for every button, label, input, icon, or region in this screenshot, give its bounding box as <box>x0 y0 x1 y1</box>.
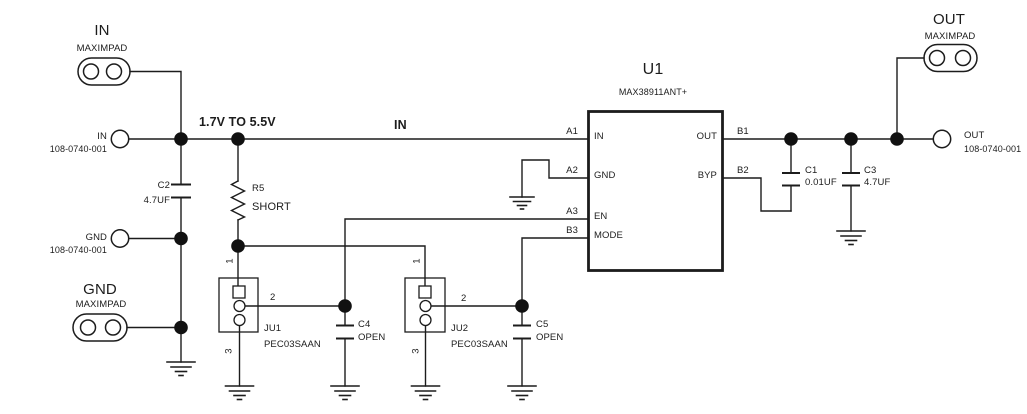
net-label-input-range: 1.7V TO 5.5V <box>199 115 276 129</box>
in-pad-title: IN <box>94 22 110 39</box>
ground-symbols <box>166 196 866 401</box>
u1-pin-b2-name: BYP <box>697 170 717 181</box>
ju1-pin1-label: 1 <box>224 258 236 264</box>
ju2-pin3-label: 3 <box>410 348 422 354</box>
out-maximpad-symbol <box>923 43 978 73</box>
ground-ju1 <box>224 385 255 401</box>
ground-c3 <box>836 230 866 246</box>
c4-ref: C4 <box>358 319 371 330</box>
ju2-ref: JU2 <box>451 323 469 334</box>
gnd-terminal-circle <box>110 229 130 248</box>
in-terminal-part: 108-0740-001 <box>49 144 107 154</box>
ground-c5 <box>507 385 537 401</box>
gnd-pad-title: GND <box>83 281 117 298</box>
ju1-part: PEC03SAAN <box>264 339 321 350</box>
u1-pin-b1-num: B1 <box>737 126 749 137</box>
c4-capacitor-symbol <box>336 324 354 340</box>
out-terminal-part: 108-0740-001 <box>964 144 1022 154</box>
c3-value: 4.7UF <box>864 177 891 188</box>
r5-ref: R5 <box>252 183 265 194</box>
r5-value: SHORT <box>252 201 291 213</box>
c4-value: OPEN <box>358 332 386 343</box>
u1-pin-a3-name: EN <box>594 211 608 222</box>
capacitor-symbols <box>171 172 860 340</box>
wires <box>126 57 934 387</box>
c3-ref: C3 <box>864 165 877 176</box>
ju2-part: PEC03SAAN <box>451 339 508 350</box>
r5-resistor-symbol <box>229 180 247 221</box>
out-terminal-circle <box>932 129 952 149</box>
u1-pin-b3-num: B3 <box>566 225 578 236</box>
c5-value: OPEN <box>536 332 564 343</box>
c5-ref: C5 <box>536 319 549 330</box>
ground-left-rail <box>166 361 196 377</box>
out-pad-type: MAXIMPAD <box>924 31 976 42</box>
gnd-pad-type: MAXIMPAD <box>75 299 127 310</box>
ground-u1-gnd <box>509 196 535 210</box>
gnd-terminal-label: GND <box>85 232 107 243</box>
in-maximpad-symbol <box>77 57 131 86</box>
ju2-pin1-label: 1 <box>411 258 423 264</box>
out-pad-title: OUT <box>933 11 965 28</box>
u1-pin-b2-num: B2 <box>737 165 749 176</box>
gnd-terminal-part: 108-0740-001 <box>49 245 107 255</box>
ju2-pin2-label: 2 <box>461 293 467 304</box>
in-terminal-circle <box>110 129 130 149</box>
c1-value: 0.01UF <box>805 177 837 188</box>
c2-capacitor-symbol <box>171 183 191 199</box>
junction-dots <box>174 132 904 335</box>
u1-ref: U1 <box>642 61 664 78</box>
ju2-jumper-symbol <box>404 277 446 333</box>
u1-pin-a1-name: IN <box>594 131 604 142</box>
c2-value: 4.7UF <box>143 195 170 206</box>
c3-capacitor-symbol <box>842 172 860 187</box>
out-terminal-label: OUT <box>964 130 985 141</box>
u1-part: MAX38911ANT+ <box>618 87 688 97</box>
u1-pin-a2-name: GND <box>594 170 616 181</box>
ground-c4 <box>330 385 360 401</box>
net-label-in: IN <box>394 118 407 132</box>
c1-ref: C1 <box>805 165 818 176</box>
terminal-circles <box>110 129 952 248</box>
c2-ref: C2 <box>157 180 170 191</box>
ju1-pin3-label: 3 <box>223 348 235 354</box>
ju1-jumper-symbol <box>218 277 259 333</box>
u1-pin-b1-name: OUT <box>696 131 717 142</box>
in-pad-type: MAXIMPAD <box>76 43 128 54</box>
c5-capacitor-symbol <box>513 324 531 340</box>
u1-pin-b3-name: MODE <box>594 230 623 241</box>
u1-ic-body <box>587 110 724 272</box>
gnd-maximpad-symbol <box>72 313 128 342</box>
in-terminal-label: IN <box>97 131 107 142</box>
u1-pin-a3-num: A3 <box>566 206 578 217</box>
ju1-pin2-label: 2 <box>270 292 276 303</box>
ju1-ref: JU1 <box>264 323 282 334</box>
u1-pin-a2-num: A2 <box>566 165 578 176</box>
c1-capacitor-symbol <box>782 172 800 187</box>
ground-ju2 <box>410 385 441 401</box>
u1-pin-a1-num: A1 <box>566 126 578 137</box>
